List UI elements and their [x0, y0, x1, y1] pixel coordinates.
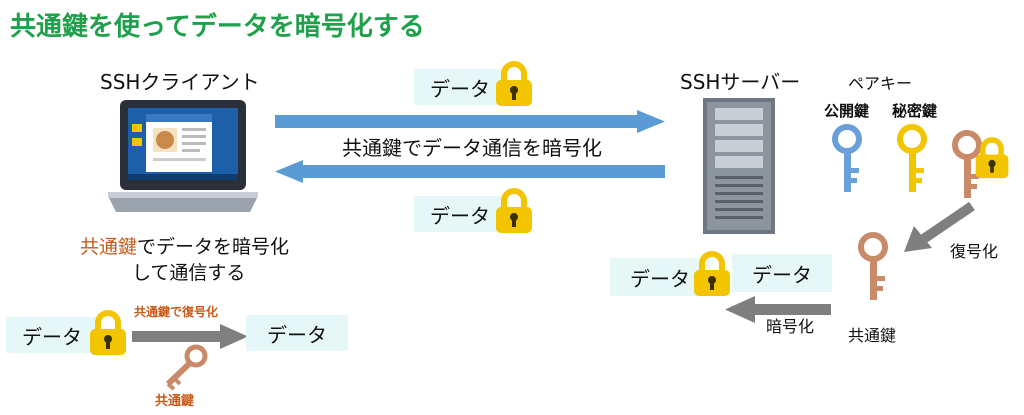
server-data-plain-box: データ — [732, 254, 832, 292]
padlock-icon — [90, 310, 126, 355]
client-data-in-box: データ — [6, 317, 98, 353]
server-label: SSHサーバー — [680, 70, 801, 94]
data-box-bottom: データ — [414, 196, 506, 232]
client-common-key-icon — [165, 344, 208, 391]
laptop-icon — [108, 100, 258, 212]
common-key-word: 共通鍵 — [80, 236, 138, 258]
arrow-to-client — [275, 160, 665, 183]
client-key-label: 共通鍵 — [155, 394, 195, 409]
client-caption-line1: 共通鍵でデータを暗号化 — [80, 232, 289, 259]
client-label: SSHクライアント — [100, 70, 260, 94]
encrypt-label: 暗号化 — [766, 317, 815, 336]
data-box-top: データ — [414, 69, 506, 105]
server-icon — [703, 98, 775, 234]
locked-common-key-icon — [952, 130, 982, 198]
channel-caption: 共通鍵でデータ通信を暗号化 — [342, 136, 602, 160]
padlock-icon — [496, 61, 532, 106]
keypair-label: ペアキー — [848, 74, 913, 93]
client-arrow-label: 共通鍵で復号化 — [134, 305, 219, 319]
encrypt-arrow — [725, 296, 831, 323]
decrypt-label: 復号化 — [950, 242, 999, 261]
decrypt-arrow — [904, 201, 975, 252]
public-key-label: 公開鍵 — [824, 102, 870, 120]
server-data-locked-box: データ — [610, 258, 710, 296]
page-title: 共通鍵を使ってデータを暗号化する — [10, 12, 425, 42]
client-caption-line2: して通信する — [132, 262, 246, 284]
server-common-key-label: 共通鍵 — [848, 326, 897, 345]
padlock-icon — [694, 251, 730, 296]
padlock-icon — [496, 188, 532, 233]
client-decrypt-arrow — [132, 324, 248, 349]
common-key-icon — [858, 232, 888, 300]
private-key-label: 秘密鍵 — [892, 102, 938, 120]
arrow-to-server — [275, 110, 665, 133]
public-key-icon — [832, 124, 862, 192]
client-data-out-box: データ — [246, 315, 348, 351]
padlock-icon — [975, 137, 1009, 179]
client-caption-rest: でデータを暗号化 — [137, 236, 290, 258]
private-key-icon — [897, 124, 927, 192]
